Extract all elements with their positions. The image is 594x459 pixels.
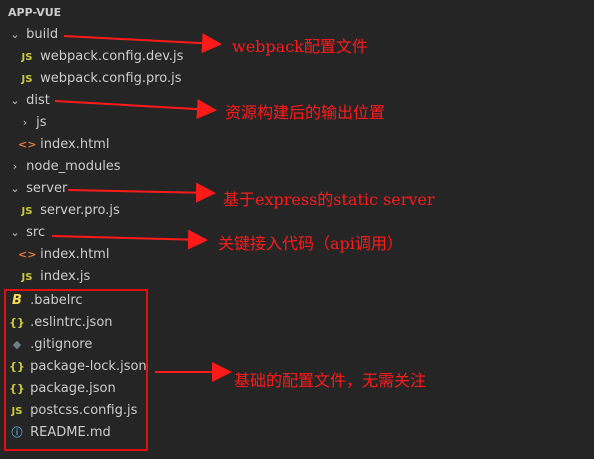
config-files-highlight-box: [4, 289, 148, 451]
file-package-lock[interactable]: {} package-lock.json: [8, 356, 147, 378]
folder-node-modules[interactable]: › node_modules: [8, 156, 121, 178]
annotation-build: webpack配置文件: [232, 37, 368, 56]
git-icon: ◆: [12, 338, 22, 351]
file-label: index.html: [40, 247, 110, 262]
file-label: postcss.config.js: [30, 403, 138, 418]
file-label: index.html: [40, 137, 110, 152]
arrow-src: [51, 229, 208, 250]
file-webpack-pro[interactable]: JS webpack.config.pro.js: [18, 68, 182, 90]
chevron-down-icon: ⌄: [10, 28, 20, 41]
chevron-down-icon: ⌄: [10, 94, 20, 107]
chevron-down-icon: ⌄: [10, 182, 20, 195]
annotation-dist: 资源构建后的输出位置: [225, 103, 386, 122]
file-readme[interactable]: ⓘ README.md: [8, 422, 111, 444]
json-file-icon: {}: [9, 382, 25, 395]
file-gitignore[interactable]: ◆ .gitignore: [8, 334, 93, 356]
js-file-icon: JS: [21, 74, 33, 85]
annotation-server: 基于express的static server: [223, 190, 435, 209]
file-src-index-js[interactable]: JS index.js: [18, 266, 91, 288]
folder-dist[interactable]: ⌄ dist: [8, 90, 50, 112]
file-label: .eslintrc.json: [30, 315, 113, 330]
js-file-icon: JS: [11, 406, 23, 417]
file-src-index-html[interactable]: <> index.html: [18, 244, 109, 266]
file-label: server.pro.js: [40, 203, 120, 218]
file-babelrc[interactable]: B .babelrc: [8, 290, 83, 312]
js-file-icon: JS: [21, 206, 33, 217]
folder-label: js: [36, 115, 47, 130]
chevron-down-icon: ⌄: [10, 226, 20, 239]
folder-label: build: [26, 27, 59, 42]
annotation-config: 基础的配置文件，无需关注: [234, 371, 427, 390]
file-postcss[interactable]: JS postcss.config.js: [8, 400, 138, 422]
arrow-server: [67, 182, 216, 203]
file-webpack-dev[interactable]: JS webpack.config.dev.js: [18, 46, 184, 68]
file-label: webpack.config.dev.js: [40, 49, 184, 64]
json-file-icon: {}: [9, 316, 25, 329]
folder-js[interactable]: › js: [18, 112, 47, 134]
file-label: package.json: [30, 381, 116, 396]
file-label: webpack.config.pro.js: [40, 71, 182, 86]
chevron-right-icon: ›: [22, 116, 28, 129]
file-label: index.js: [40, 269, 91, 284]
arrow-build: [63, 33, 222, 54]
file-dist-index-html[interactable]: <> index.html: [18, 134, 109, 156]
js-file-icon: JS: [21, 272, 33, 283]
info-icon: ⓘ: [11, 426, 23, 439]
file-package[interactable]: {} package.json: [8, 378, 116, 400]
folder-label: server: [26, 181, 68, 196]
file-server-pro[interactable]: JS server.pro.js: [18, 200, 120, 222]
explorer-root-title[interactable]: APP-VUE: [8, 6, 62, 19]
chevron-right-icon: ›: [12, 160, 18, 173]
html-file-icon: <>: [18, 248, 37, 261]
arrow-dist: [54, 99, 217, 120]
file-label: .babelrc: [30, 293, 83, 308]
file-label: package-lock.json: [30, 359, 147, 374]
json-file-icon: {}: [9, 360, 25, 373]
folder-label: src: [26, 225, 46, 240]
js-file-icon: JS: [21, 52, 33, 63]
folder-src[interactable]: ⌄ src: [8, 222, 45, 244]
html-file-icon: <>: [18, 138, 37, 151]
annotation-src: 关键接入代码（api调用）: [218, 234, 403, 253]
folder-label: dist: [26, 93, 50, 108]
folder-server[interactable]: ⌄ server: [8, 178, 67, 200]
file-label: .gitignore: [30, 337, 93, 352]
folder-build[interactable]: ⌄ build: [8, 24, 58, 46]
file-eslintrc[interactable]: {} .eslintrc.json: [8, 312, 113, 334]
folder-label: node_modules: [26, 159, 121, 174]
file-label: README.md: [30, 425, 111, 440]
babel-icon: B: [12, 293, 22, 308]
